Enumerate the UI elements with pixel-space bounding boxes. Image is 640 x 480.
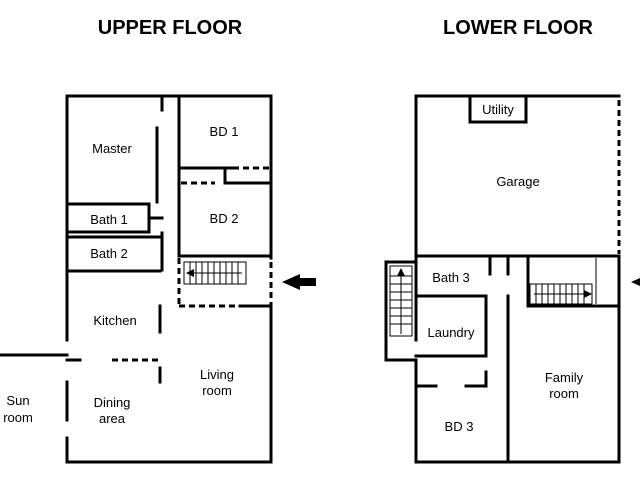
sun-room-label-1: Sun [6,393,29,408]
bath3-label: Bath 3 [432,270,470,285]
living-room-label-1: Living [200,367,234,382]
upper-floor-plan [0,94,316,464]
upper-floor-title: UPPER FLOOR [98,17,243,39]
bath2-label: Bath 2 [90,246,128,261]
master-label: Master [92,141,132,156]
family-room-label-2: room [549,386,579,401]
kitchen-label: Kitchen [93,313,136,328]
dining-area-label-1: Dining [94,395,131,410]
bd3-label: BD 3 [445,419,474,434]
sun-room-label-2: room [3,410,33,425]
living-room-label-2: room [202,383,232,398]
bd2-label: BD 2 [210,211,239,226]
lower-floor-title: LOWER FLOOR [443,17,594,39]
lower-floor-plan [384,94,640,464]
bath1-label: Bath 1 [90,212,128,227]
utility-label: Utility [482,102,514,117]
lower-entrance-arrow [631,278,640,286]
dining-area-label-2: area [99,411,126,426]
upper-entrance-arrow [282,274,316,290]
lower-stairs-right [529,258,597,305]
garage-label: Garage [496,174,539,189]
upper-stairs [183,261,247,285]
laundry-label: Laundry [428,325,475,340]
lower-stairs-left [384,260,418,362]
family-room-label-1: Family [545,370,584,385]
bd1-label: BD 1 [210,124,239,139]
